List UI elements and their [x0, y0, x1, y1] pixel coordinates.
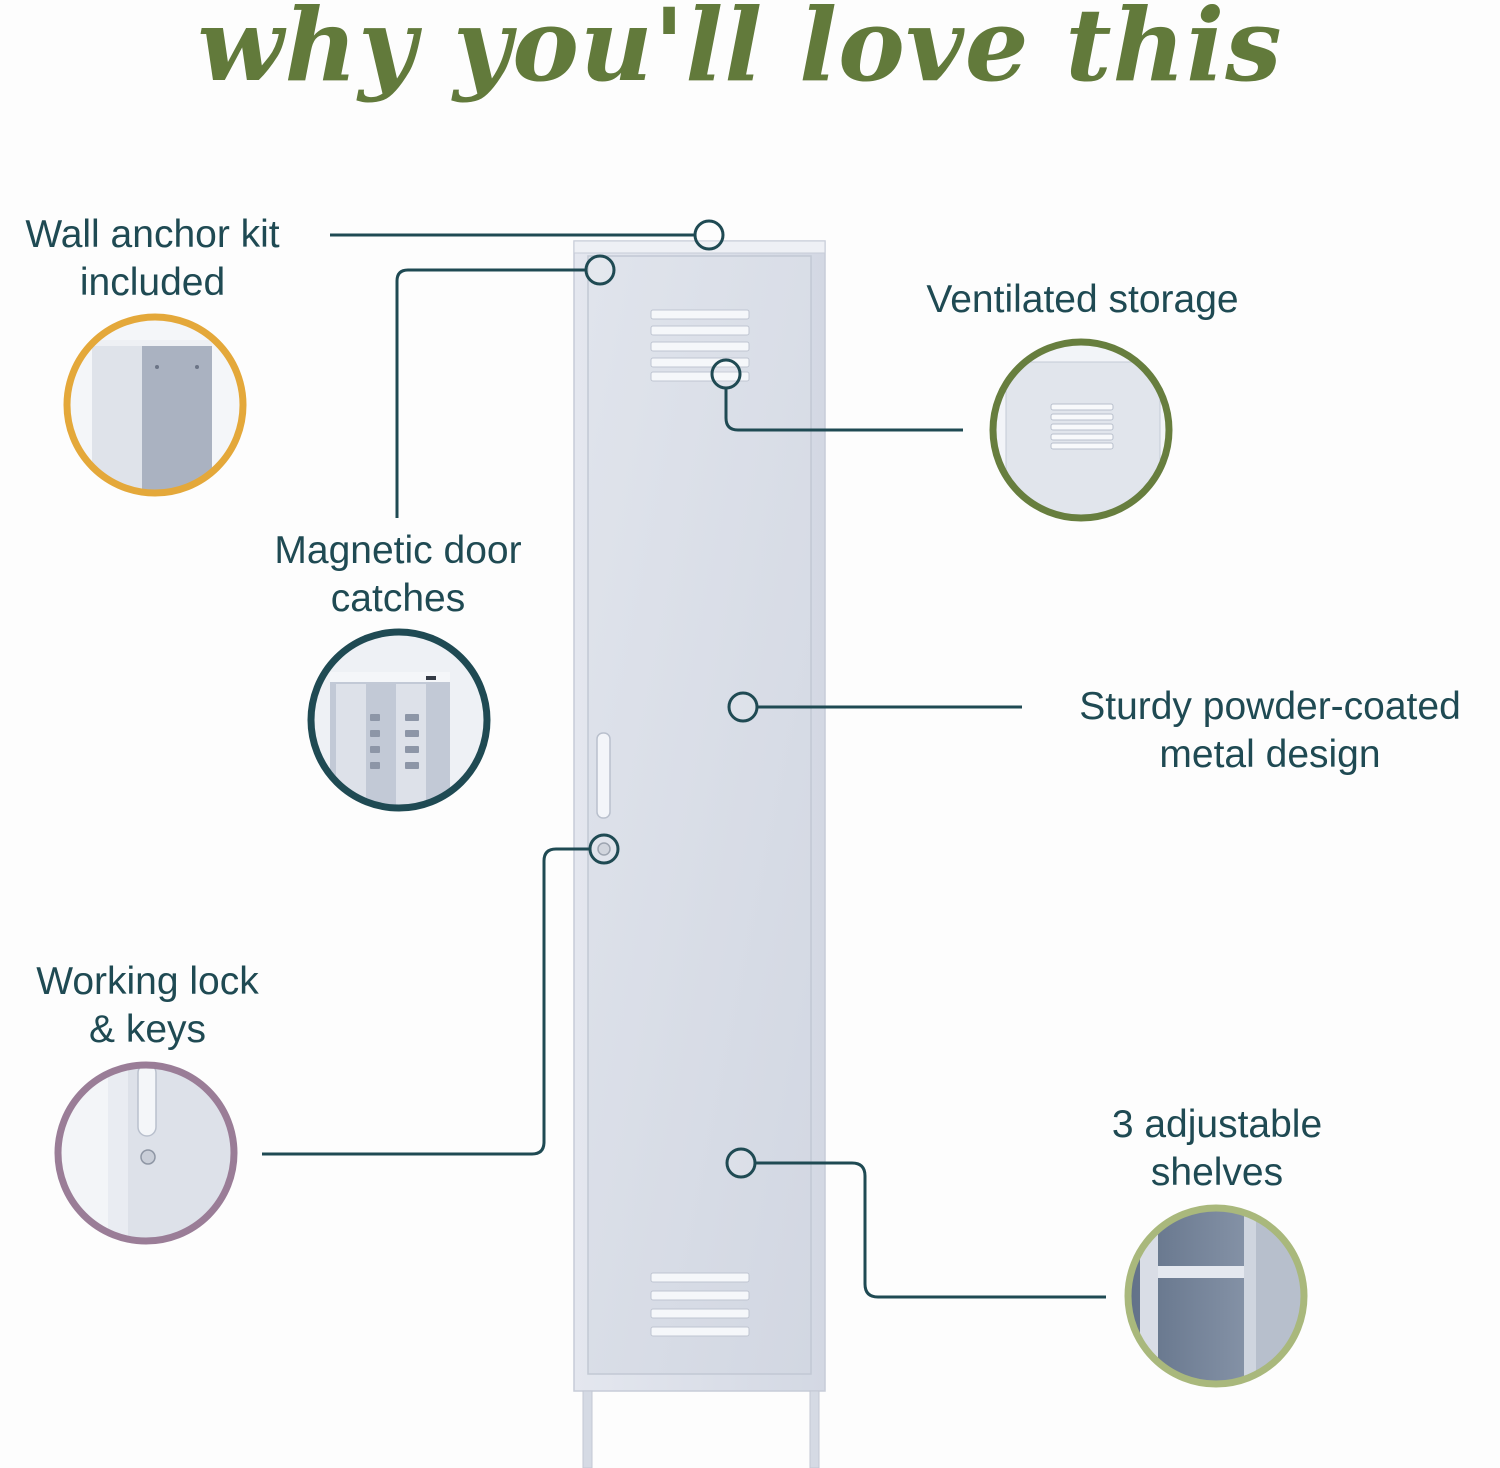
door-handle [596, 732, 611, 819]
leader-lock [262, 847, 589, 1156]
dot-lock [588, 833, 620, 865]
shelf-interior-detail-icon [1124, 1204, 1308, 1388]
leg-left [582, 1390, 593, 1468]
dot-sturdy [727, 691, 759, 723]
dot-shelves [725, 1147, 757, 1179]
locker-door [587, 255, 812, 1375]
page-title: why you'll love this [197, 0, 1283, 104]
leader-lines [262, 233, 1106, 1299]
lock-handle-detail-icon [54, 1061, 238, 1245]
dot-magnetic [584, 254, 616, 286]
vent-louvers-detail-icon [989, 338, 1173, 522]
locker [573, 240, 826, 1468]
leg-right [809, 1390, 820, 1468]
label-magnetic: Magnetic door catches [274, 529, 522, 620]
leader-shelves [756, 1161, 1106, 1299]
label-lock: Working lock & keys [36, 960, 259, 1051]
callout-dots [584, 219, 759, 1179]
door-lock [597, 842, 611, 856]
magnetic-catch-detail-icon [307, 628, 491, 812]
leader-ventilated [724, 388, 963, 432]
bottom-vents [650, 1272, 750, 1337]
label-shelves: 3 adjustable shelves [1111, 1103, 1323, 1194]
label-wall-anchor: Wall anchor kit included [25, 213, 280, 304]
label-sturdy: Sturdy powder-coated metal design [1079, 685, 1461, 776]
label-ventilated: Ventilated storage [926, 278, 1239, 321]
dot-ventilated [710, 358, 742, 390]
wall-anchor-detail-icon [63, 313, 247, 497]
leader-magnetic [395, 268, 586, 518]
dot-wall-anchor [693, 219, 725, 251]
